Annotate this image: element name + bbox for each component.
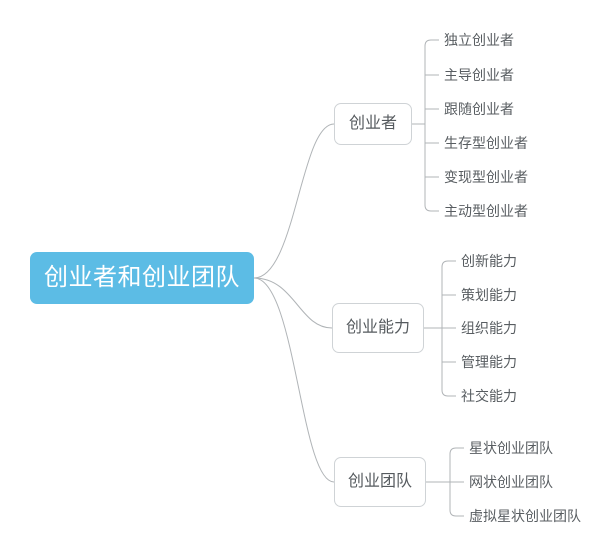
connector-spine-1 <box>441 260 449 397</box>
connector-root-to-branch-2 <box>253 277 335 483</box>
connector-spine-2 <box>449 447 457 517</box>
leaf-label[interactable]: 主动型创业者 <box>444 203 528 219</box>
branch-node-label: 创业团队 <box>347 473 412 490</box>
leaf-label[interactable]: 虚拟星状创业团队 <box>469 508 581 524</box>
leaf-label[interactable]: 星状创业团队 <box>469 440 553 456</box>
root-node[interactable]: 创业者和创业团队 <box>30 252 254 304</box>
root-node-label: 创业者和创业团队 <box>44 264 240 291</box>
branch-node-entrepreneur[interactable]: 创业者 <box>334 103 412 145</box>
connector-root-to-branch-0 <box>253 123 335 279</box>
branch-node-team[interactable]: 创业团队 <box>334 457 426 507</box>
leaf-label[interactable]: 跟随创业者 <box>444 101 514 117</box>
leaf-label[interactable]: 策划能力 <box>461 287 517 303</box>
branch-node-label: 创业者 <box>348 115 397 132</box>
leaf-label[interactable]: 创新能力 <box>461 253 517 269</box>
branch-node-label: 创业能力 <box>345 319 410 336</box>
leaf-label[interactable]: 生存型创业者 <box>444 135 528 151</box>
leaf-label[interactable]: 独立创业者 <box>444 32 514 48</box>
leaf-label[interactable]: 组织能力 <box>461 320 517 336</box>
connector-spine-0 <box>424 39 432 212</box>
connector-root-to-branch-1 <box>253 277 333 329</box>
leaf-label[interactable]: 主导创业者 <box>444 67 514 83</box>
leaf-label[interactable]: 管理能力 <box>461 354 517 370</box>
leaf-label[interactable]: 社交能力 <box>461 388 517 404</box>
branch-node-ability[interactable]: 创业能力 <box>332 303 424 353</box>
leaf-label[interactable]: 网状创业团队 <box>469 474 553 490</box>
leaf-label[interactable]: 变现型创业者 <box>444 169 528 185</box>
